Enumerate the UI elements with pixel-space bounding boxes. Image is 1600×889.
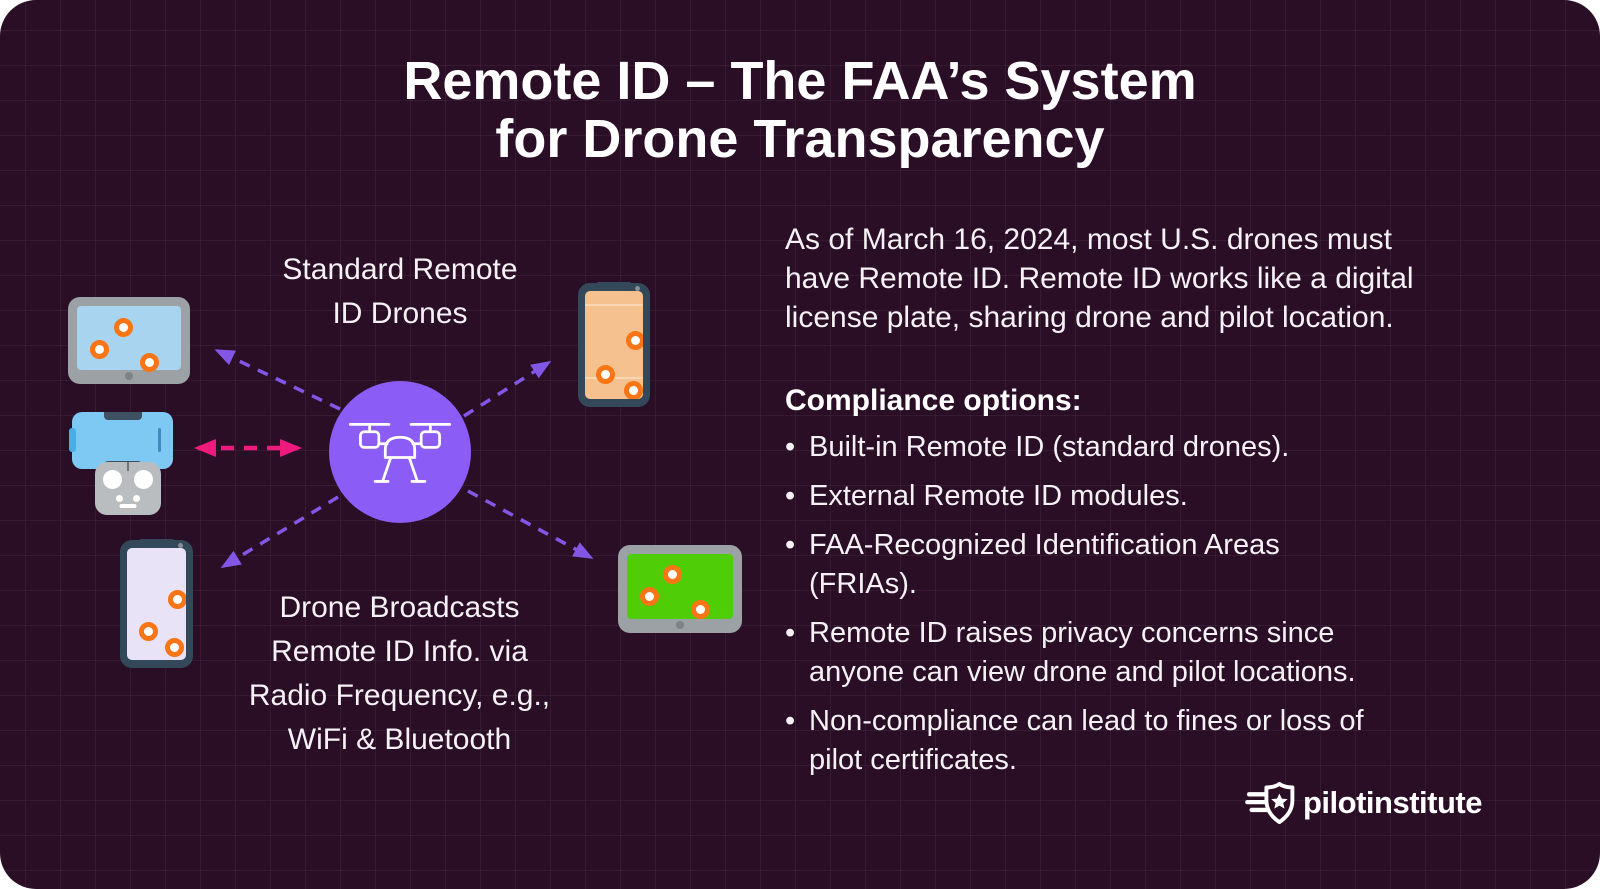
controller-phone	[69, 412, 173, 469]
location-marker-icon	[596, 365, 615, 384]
list-item: • Built-in Remote ID (standard drones).	[785, 428, 1555, 467]
list-item: • Remote ID raises privacy concerns sinc…	[785, 614, 1555, 692]
home-button-icon	[125, 372, 133, 380]
blue-tablet-icon	[68, 297, 190, 384]
label-line: Remote ID Info. via	[271, 635, 528, 668]
pilot-institute-logo: pilotinstitute	[1243, 779, 1482, 827]
bullet-dot: •	[785, 480, 796, 512]
screen-line	[585, 303, 643, 306]
phone-notch	[597, 282, 631, 291]
green-tablet-icon	[618, 545, 742, 633]
intro-line: As of March 16, 2024, most U.S. drones m…	[785, 223, 1392, 256]
controller-body	[95, 462, 161, 515]
bullet-dot: •	[785, 705, 796, 737]
list-item: • Non-compliance can lead to fines or lo…	[785, 702, 1555, 780]
list-item: • FAA-Recognized Identification Areas (F…	[785, 526, 1555, 604]
intro-line: license plate, sharing drone and pilot l…	[785, 301, 1394, 334]
drone-circle	[329, 381, 471, 523]
location-marker-icon	[114, 318, 133, 337]
camera-dot	[178, 543, 183, 548]
location-marker-icon	[168, 590, 186, 609]
location-marker-icon	[90, 340, 109, 359]
bullet-line: Built-in Remote ID (standard drones).	[809, 431, 1290, 463]
label-drone-broadcasts: Drone Broadcasts Remote ID Info. via Rad…	[212, 586, 587, 762]
location-marker-icon	[663, 565, 682, 584]
joystick-icon	[134, 470, 153, 489]
location-marker-icon	[640, 587, 659, 606]
location-marker-icon	[626, 331, 643, 350]
controller-button	[116, 495, 123, 502]
bullet-dot: •	[785, 617, 796, 649]
phone-screen	[127, 548, 186, 660]
phone-side-button	[69, 428, 76, 452]
camera-dot	[635, 286, 640, 291]
bullet-line: Remote ID raises privacy concerns since	[809, 617, 1335, 649]
page-title-line: for Drone Transparency	[495, 109, 1105, 169]
page-title: Remote ID – The FAA’s System for Drone T…	[0, 52, 1600, 168]
home-button-icon	[676, 621, 684, 629]
bullet-line: (FRIAs).	[809, 568, 917, 600]
compliance-heading: Compliance options:	[785, 384, 1082, 417]
controller-button	[133, 495, 140, 502]
bullet-line: FAA-Recognized Identification Areas	[809, 529, 1280, 561]
location-marker-icon	[691, 600, 710, 619]
location-marker-icon	[139, 622, 158, 641]
tablet-screen	[77, 306, 181, 372]
remote-id-diagram: Standard Remote ID Drones Drone Broadcas…	[0, 180, 780, 800]
compliance-list: • Built-in Remote ID (standard drones). …	[785, 428, 1555, 790]
label-line: ID Drones	[332, 297, 468, 330]
phone-screen	[585, 291, 643, 399]
lavender-phone-icon	[120, 539, 193, 668]
joystick-icon	[103, 470, 122, 489]
phone-notch	[139, 539, 174, 548]
peach-phone-icon	[578, 282, 650, 407]
bullet-dot: •	[785, 529, 796, 561]
controller-notch	[127, 462, 129, 471]
label-line: WiFi & Bluetooth	[287, 723, 512, 756]
bullet-line: pilot certificates.	[809, 744, 1017, 776]
winged-shield-star-icon	[1245, 781, 1295, 825]
controller-speaker	[119, 504, 137, 508]
intro-line: have Remote ID. Remote ID works like a d…	[785, 262, 1414, 295]
label-standard-remote-id-drones: Standard Remote ID Drones	[250, 248, 550, 336]
label-line: Radio Frequency, e.g.,	[248, 679, 551, 712]
bullet-line: anyone can view drone and pilot location…	[809, 656, 1356, 688]
label-line: Standard Remote	[282, 253, 518, 286]
phone-clamp	[103, 412, 142, 420]
drone-icon	[348, 423, 452, 483]
location-marker-icon	[165, 638, 184, 657]
list-item: • External Remote ID modules.	[785, 477, 1555, 516]
bullet-line: Non-compliance can lead to fines or loss…	[809, 705, 1364, 737]
bullet-dot: •	[785, 431, 796, 463]
tablet-screen	[627, 554, 733, 619]
location-marker-icon	[140, 353, 159, 372]
intro-paragraph: As of March 16, 2024, most U.S. drones m…	[785, 220, 1414, 337]
bullet-line: External Remote ID modules.	[809, 480, 1188, 512]
location-marker-icon	[624, 381, 643, 399]
page-title-line: Remote ID – The FAA’s System	[403, 51, 1197, 111]
pilot-institute-logo-text: pilotinstitute	[1303, 785, 1482, 820]
label-line: Drone Broadcasts	[279, 591, 520, 624]
phone-screen-slot	[158, 428, 161, 452]
